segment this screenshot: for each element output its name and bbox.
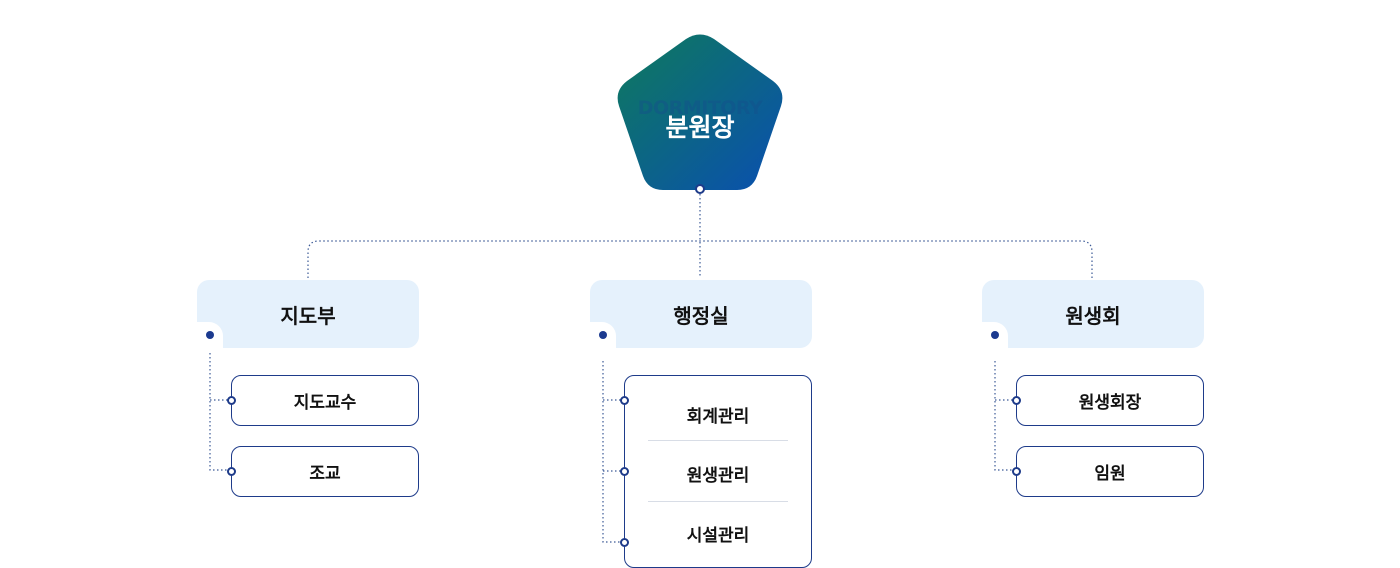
head-title: 분원장 — [665, 113, 735, 142]
connector-port — [1012, 396, 1021, 405]
dept-bullet — [599, 331, 607, 339]
connector-port — [620, 396, 629, 405]
role-advisor-professor: 지도교수 — [231, 375, 419, 426]
connector-port — [227, 396, 236, 405]
admin-roles-panel: 회계관리 원생관리 시설관리 — [624, 375, 812, 568]
role-officer: 임원 — [1016, 446, 1204, 497]
dept-guidance: 지도부 — [197, 280, 419, 348]
role-assistant: 조교 — [231, 446, 419, 497]
dept-administration: 행정실 — [590, 280, 812, 348]
dept-student-council: 원생회 — [982, 280, 1204, 348]
divider — [648, 440, 788, 441]
connector-port — [227, 467, 236, 476]
head-watermark: DORMITORY — [637, 97, 763, 119]
connector-port — [620, 538, 629, 547]
divider — [648, 501, 788, 502]
role-council-president: 원생회장 — [1016, 375, 1204, 426]
dept-bullet — [991, 331, 999, 339]
role-student-management: 원생관리 — [686, 466, 750, 486]
role-facility-management: 시설관리 — [686, 526, 750, 546]
role-accounting: 회계관리 — [686, 407, 750, 427]
dept-bullet — [206, 331, 214, 339]
connector-port — [620, 467, 629, 476]
connector-port — [1012, 467, 1021, 476]
